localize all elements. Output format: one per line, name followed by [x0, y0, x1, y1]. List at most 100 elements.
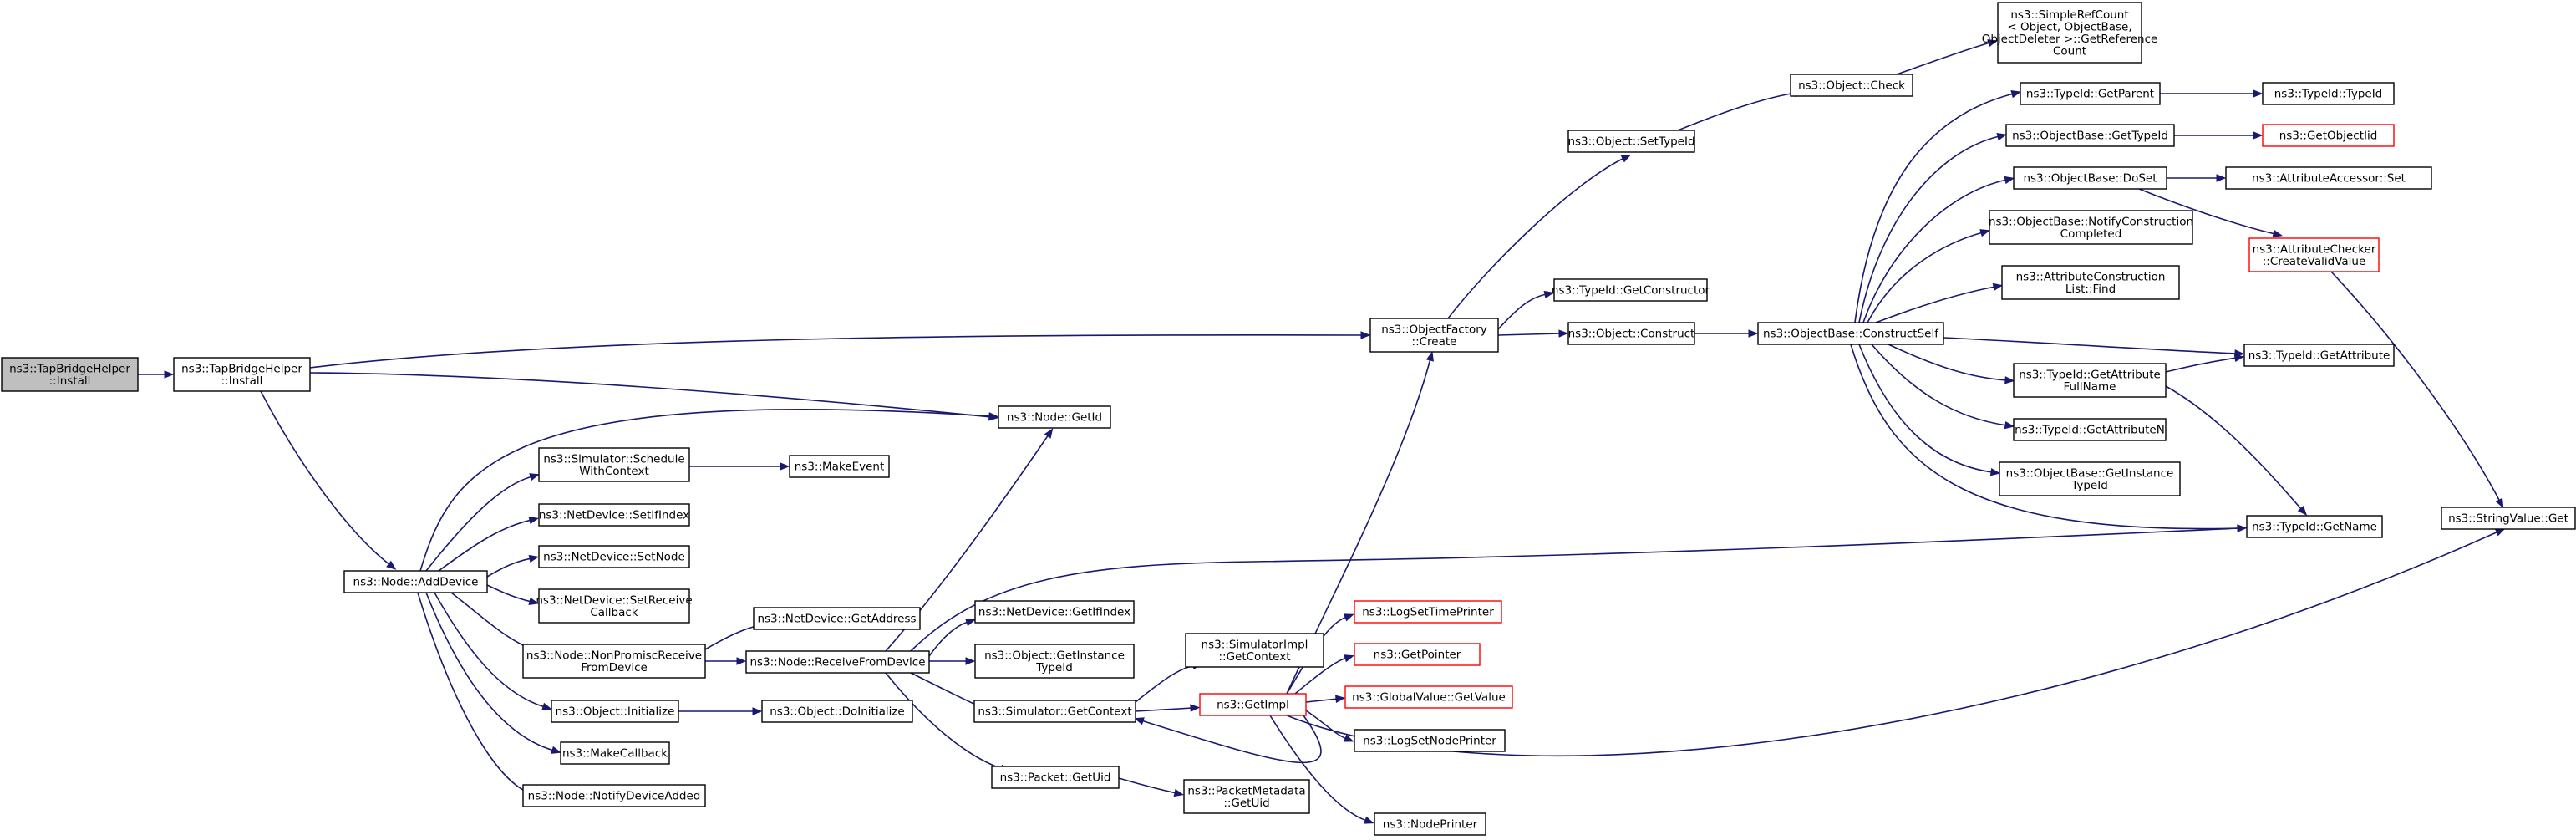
arrowhead-root-to-tbh_install	[164, 370, 175, 379]
node-nd_getifindex[interactable]: ns3::NetDevice::GetIfIndex	[974, 600, 1135, 624]
arrowhead-getimpl-to-logsettimeprinter	[1343, 613, 1354, 622]
node-node_notifydeviceadded[interactable]: ns3::Node::NotifyDeviceAdded	[522, 784, 706, 807]
node-logsetnodeprinter[interactable]: ns3::LogSetNodePrinter	[1354, 729, 1506, 752]
node-box	[538, 503, 690, 527]
node-label-line: ns3::TypeId::GetAttribute	[2248, 349, 2391, 363]
node-packet_getuid[interactable]: ns3::Packet::GetUid	[991, 766, 1120, 789]
node-label-line: ns3::NodePrinter	[1383, 818, 1478, 832]
node-tid_typeid[interactable]: ns3::TypeId::TypeId	[2262, 82, 2395, 105]
arrowhead-obj_initialize-to-obj_doinitialize	[752, 707, 763, 715]
node-node_adddevice[interactable]: ns3::Node::AddDevice	[343, 570, 488, 593]
node-ob_constructself[interactable]: ns3::ObjectBase::ConstructSelf	[1757, 322, 1944, 345]
node-tid_getattributen[interactable]: ns3::TypeId::GetAttributeN	[2013, 418, 2167, 441]
node-label-line: Count	[2053, 44, 2086, 58]
node-box	[2246, 515, 2383, 538]
node-getobjectiid[interactable]: ns3::GetObjectIid	[2262, 124, 2395, 147]
node-ob_doset[interactable]: ns3::ObjectBase::DoSet	[2013, 166, 2167, 190]
node-label-line: ns3::TypeId::GetAttributeN	[2015, 424, 2165, 437]
node-label-line: ns3::TypeId::GetName	[2252, 521, 2377, 534]
node-logsettimeprinter[interactable]: ns3::LogSetTimePrinter	[1354, 600, 1502, 624]
node-getimpl[interactable]: ns3::GetImpl	[1199, 693, 1307, 716]
edge-node_adddevice-to-node_nonpromisc	[450, 592, 529, 649]
node-checker_cvv[interactable]: ns3::AttributeChecker::CreateValidValue	[2248, 237, 2380, 272]
node-nd_getaddress[interactable]: ns3::NetDevice::GetAddress	[753, 607, 921, 630]
node-node_receivefd[interactable]: ns3::Node::ReceiveFromDevice	[745, 650, 930, 674]
node-label-line: ns3::ObjectBase::GetTypeId	[2012, 130, 2168, 143]
edge-getimpl-to-logsetnodeprinter	[1305, 710, 1348, 740]
node-tbh_install[interactable]: ns3::TapBridgeHelper::Install	[173, 357, 311, 392]
arrowhead-getimpl-to-getpointer	[1344, 654, 1354, 663]
node-getpointer[interactable]: ns3::GetPointer	[1354, 643, 1481, 666]
node-label-line: FullName	[2064, 380, 2116, 394]
arrowhead-checker_cvv-to-stringvalue_get	[2495, 497, 2504, 509]
node-box	[1199, 693, 1307, 716]
node-box	[1989, 210, 2193, 245]
arrowhead-node_adddevice-to-node_getid	[988, 412, 999, 420]
node-label-line: ::CreateValidValue	[2263, 255, 2366, 268]
node-root[interactable]: ns3::TapBridgeHelper::Install	[1, 357, 139, 392]
arrowhead-tid_getattrfullname-to-tid_getname	[2297, 505, 2308, 517]
node-node_getid[interactable]: ns3::Node::GetId	[998, 405, 1111, 429]
node-tid_getname[interactable]: ns3::TypeId::GetName	[2246, 515, 2383, 538]
node-pm_getuid[interactable]: ns3::PacketMetadata::GetUid	[1183, 779, 1310, 814]
node-obj_check[interactable]: ns3::Object::Check	[1790, 74, 1913, 97]
edge-obj_settypeid-to-obj_check	[1677, 92, 1797, 131]
arrowhead-tbh_install-to-node_adddevice	[386, 560, 397, 570]
arrowhead-ob_constructself-to-ob_getinstancetypeid	[1989, 467, 2001, 476]
node-label-line: FromDevice	[581, 661, 648, 675]
edge-tbh_install-to-of_create	[309, 333, 1364, 369]
node-nd_setnode[interactable]: ns3::NetDevice::SetNode	[538, 545, 690, 568]
node-label-line: ns3::AttributeAccessor::Set	[2252, 172, 2406, 186]
node-box	[2243, 344, 2395, 367]
edge-ob_constructself-to-tid_getattributen	[1871, 344, 2008, 426]
node-tid_getattribute[interactable]: ns3::TypeId::GetAttribute	[2243, 344, 2395, 367]
edge-ob_doset-to-checker_cvv	[2138, 188, 2276, 235]
node-srefcount[interactable]: ns3::SimpleRefCount< Object, ObjectBase,…	[1982, 2, 2158, 64]
node-box	[2013, 418, 2167, 441]
node-tid_getconstructor[interactable]: ns3::TypeId::GetConstructor	[1552, 278, 1710, 302]
node-obj_initialize[interactable]: ns3::Object::Initialize	[551, 700, 679, 723]
node-box	[1374, 812, 1486, 836]
edge-of_create-to-obj_construct	[1497, 333, 1562, 336]
node-box	[2248, 237, 2380, 272]
node-accessor_set[interactable]: ns3::AttributeAccessor::Set	[2225, 166, 2432, 190]
node-ob_gettypeid[interactable]: ns3::ObjectBase::GetTypeId	[2005, 124, 2175, 147]
node-makeevent[interactable]: ns3::MakeEvent	[789, 455, 890, 478]
node-tid_getparent[interactable]: ns3::TypeId::GetParent	[2020, 82, 2161, 105]
node-stringvalue_get[interactable]: ns3::StringValue::Get	[2441, 507, 2576, 530]
node-box	[2225, 166, 2432, 190]
node-makecallback[interactable]: ns3::MakeCallback	[560, 741, 670, 765]
node-of_create[interactable]: ns3::ObjectFactory::Create	[1369, 318, 1499, 353]
edge-tbh_install-to-node_adddevice	[260, 390, 391, 566]
edge-node_adddevice-to-node_getid	[419, 409, 992, 572]
node-obj_settypeid[interactable]: ns3::Object::SetTypeId	[1567, 130, 1695, 153]
edge-node_adddevice-to-nd_setreceivecb	[486, 584, 532, 603]
node-obj_doinitialize[interactable]: ns3::Object::DoInitialize	[761, 700, 913, 723]
node-obj_construct[interactable]: ns3::Object::Construct	[1567, 322, 1695, 345]
node-label-line: TypeId	[1035, 661, 1073, 675]
arrowhead-getimpl-to-logsetnodeprinter	[1343, 734, 1354, 742]
edge-node_receivefd-to-packet_getuid	[885, 672, 1003, 770]
arrowhead-ob_doset-to-checker_cvv	[2272, 229, 2284, 238]
edge-ob_constructself-to-ob_getinstancetypeid	[1858, 344, 1994, 473]
node-nd_setifindex[interactable]: ns3::NetDevice::SetIfIndex	[538, 503, 690, 527]
node-ob_notify[interactable]: ns3::ObjectBase::NotifyConstructionCompl…	[1989, 210, 2193, 245]
node-gv_getvalue[interactable]: ns3::GlobalValue::GetValue	[1344, 685, 1513, 709]
node-label-line: ns3::Node::ReceiveFromDevice	[749, 656, 925, 669]
arrowhead-node_receivefd-to-obj_getinstancetypeid	[965, 657, 976, 665]
node-sim_getcontext[interactable]: ns3::Simulator::GetContext	[973, 700, 1136, 723]
arrowhead-getimpl-to-nodeprinter	[1364, 816, 1374, 824]
arrowhead-tbh_install-to-of_create	[1360, 331, 1371, 339]
node-box	[1757, 322, 1944, 345]
node-nodeprinter[interactable]: ns3::NodePrinter	[1374, 812, 1486, 836]
edge-ob_constructself-to-ob_doset	[1862, 179, 2008, 323]
node-simimpl_getcontext[interactable]: ns3::SimulatorImpl::GetContext	[1185, 633, 1324, 668]
node-label-line: < Object, ObjectBase,	[2007, 20, 2131, 33]
